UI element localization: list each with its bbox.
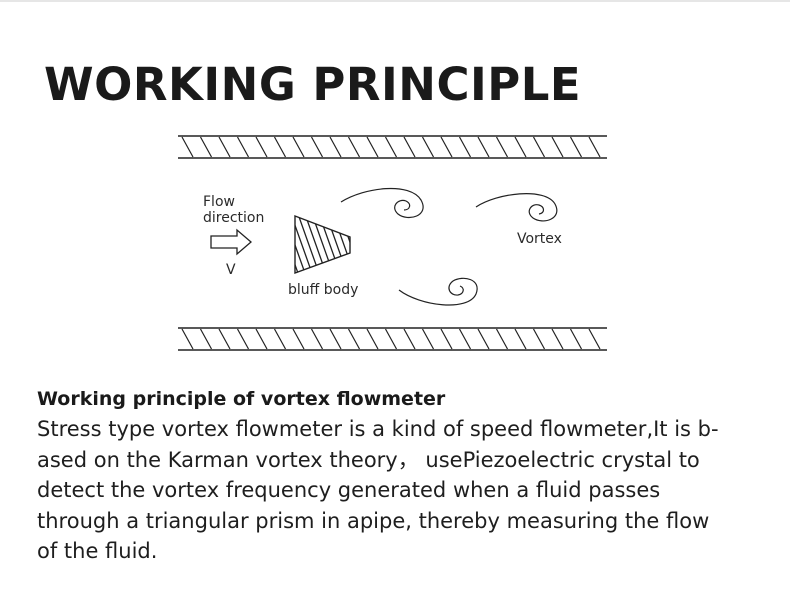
hatch-line — [384, 136, 398, 158]
bluff-body-shape — [270, 214, 376, 276]
hatch-line — [236, 136, 250, 158]
hatch-line — [273, 136, 287, 158]
hatch-line — [218, 136, 231, 158]
hatch-line — [551, 328, 564, 350]
hatch-line — [366, 136, 379, 158]
hatch-line — [532, 136, 546, 158]
hatch-line — [440, 136, 453, 158]
hatch-line — [440, 328, 453, 350]
bottom-pipe-hatching — [181, 328, 601, 350]
flow-direction-label-line2: direction — [203, 210, 264, 226]
hatch-line — [329, 136, 342, 158]
hatch-line — [458, 328, 472, 350]
description-line: ased on the Karman vortex theory， usePie… — [37, 447, 700, 472]
description-line: through a triangular prism in apipe, the… — [37, 508, 710, 533]
bluff-hatch-line — [318, 216, 342, 273]
vortex-label: Vortex — [517, 231, 562, 247]
hatch-line — [569, 328, 583, 350]
hatch-line — [181, 328, 194, 350]
bluff-body-label: bluff body — [288, 282, 358, 298]
hatch-line — [310, 136, 324, 158]
description-text: Stress type vortex flowmeter is a kind o… — [37, 414, 777, 567]
hatch-line — [347, 328, 361, 350]
hatch-line — [588, 136, 601, 158]
description-line: Stress type vortex flowmeter is a kind o… — [37, 417, 719, 441]
flow-direction-arrow — [210, 228, 252, 256]
bluff-hatch-line — [295, 216, 314, 273]
hatch-line — [181, 136, 194, 158]
hatch-line — [477, 328, 490, 350]
bluff-hatch-line — [354, 214, 376, 276]
bluff-hatch-line — [270, 214, 292, 276]
top-pipe-wall — [178, 135, 607, 159]
top-pipe-hatching — [181, 136, 601, 158]
hatch-line — [514, 136, 527, 158]
hatch-line — [384, 328, 398, 350]
bluff-hatch-line — [339, 216, 350, 273]
hatch-line — [495, 136, 509, 158]
top-border — [0, 0, 790, 2]
hatch-line — [421, 328, 435, 350]
hatch-line — [273, 328, 287, 350]
hatch-line — [366, 328, 379, 350]
hatch-line — [199, 136, 213, 158]
hatch-line — [199, 328, 213, 350]
hatch-line — [403, 328, 416, 350]
hatch-line — [347, 136, 361, 158]
description-line: detect the vortex frequency generated wh… — [37, 478, 661, 502]
bluff-hatch-line — [297, 216, 321, 273]
hatch-line — [292, 136, 305, 158]
hatch-line — [403, 136, 416, 158]
hatch-line — [569, 136, 583, 158]
vortex-swirl-lower — [398, 277, 478, 306]
hatch-line — [495, 328, 509, 350]
hatch-line — [551, 136, 564, 158]
hatch-line — [255, 328, 268, 350]
page-title: WORKING PRINCIPLE — [44, 58, 582, 111]
hatch-line — [236, 328, 250, 350]
bluff-hatch-line — [295, 216, 307, 273]
hatch-line — [255, 136, 268, 158]
velocity-label: V — [226, 262, 236, 278]
vortex-flowmeter-diagram: Flow direction V bluff body Vortex — [178, 135, 607, 351]
hatch-line — [588, 328, 601, 350]
hatch-line — [218, 328, 231, 350]
bluff-hatch-line — [332, 216, 350, 273]
hatch-line — [477, 136, 490, 158]
hatch-line — [421, 136, 435, 158]
section-heading: Working principle of vortex flowmeter — [37, 388, 446, 410]
bluff-hatch-line — [325, 216, 349, 273]
bottom-pipe-wall — [178, 327, 607, 351]
hatch-line — [310, 328, 324, 350]
flow-direction-label-line1: Flow — [203, 194, 235, 210]
hatch-line — [292, 328, 305, 350]
vortex-swirl-upper-left — [340, 188, 424, 219]
hatch-line — [458, 136, 472, 158]
vortex-swirl-upper-right — [475, 193, 558, 222]
hatch-line — [532, 328, 546, 350]
description-section: Working principle of vortex flowmeter St… — [37, 386, 777, 567]
hatch-line — [329, 328, 342, 350]
hatch-line — [514, 328, 527, 350]
description-line: of the fluid. — [37, 539, 158, 563]
